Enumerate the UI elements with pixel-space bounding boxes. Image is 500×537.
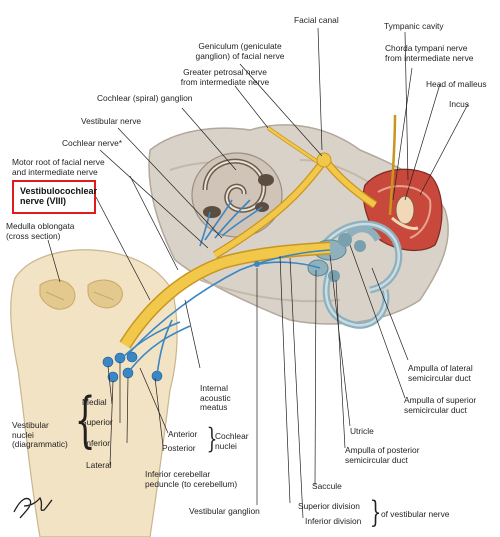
label-chorda-tympani: Chorda tympani nerve from intermediate n…: [385, 43, 474, 63]
label-cochlear-nuclei-line2: nuclei: [215, 440, 237, 451]
label-tympanic-cavity: Tympanic cavity: [384, 21, 444, 31]
label-geniculum-line2: ganglion) of facial nerve: [195, 50, 285, 61]
label-vestibular-nuclei-line2: nuclei: [12, 429, 34, 440]
label-vestibular-nuclei-line3: (diagrammatic): [12, 439, 68, 450]
label-anterior: Anterior: [168, 429, 198, 439]
label-facial-canal: Facial canal: [294, 15, 339, 25]
label-superior-division: Superior division: [298, 501, 360, 511]
cochlear-nuclei-brace: }: [206, 422, 218, 455]
label-medulla-line1: Medulla oblongata: [6, 221, 75, 231]
label-ampulla-posterior-line2: semicircular duct: [345, 454, 408, 465]
vestibular-ganglion-dot: [254, 261, 260, 267]
label-inferior: Inferior: [84, 438, 111, 448]
label-superior: Superior: [81, 417, 113, 427]
label-meatus-line1: Internal: [200, 383, 228, 393]
label-ampulla-superior: Ampulla of superior semicircular duct: [404, 395, 477, 415]
label-lateral: Lateral: [86, 460, 112, 470]
highlight-line-1: Vestibulocochlear: [20, 186, 98, 196]
label-cochlear-nuclei: Cochlear nuclei: [215, 431, 249, 451]
leader-lines: [47, 27, 469, 519]
label-meatus-line3: meatus: [200, 402, 228, 413]
label-medial: Medial: [82, 397, 107, 407]
label-greater-petrosal: Greater petrosal nerve from intermediate…: [170, 67, 280, 87]
label-motor-root-line1: Motor root of facial nerve: [12, 157, 105, 167]
ampulla-posterior-shape: [328, 270, 340, 282]
label-vestibular-ganglion: Vestibular ganglion: [189, 506, 260, 516]
vestibular-nuclei-brace: {: [74, 385, 96, 455]
label-chorda-line1: Chorda tympani nerve: [385, 43, 468, 53]
highlight-line-2: nerve (VIII): [20, 196, 67, 206]
label-cochlear-ganglion: Cochlear (spiral) ganglion: [97, 93, 193, 103]
label-vestibular-nerve: Vestibular nerve: [81, 116, 142, 126]
label-petrosal-line2: from intermediate nerve: [180, 76, 270, 87]
label-cochlear-nerve: Cochlear nerve*: [62, 138, 123, 148]
labyrinth-inner: [318, 222, 401, 327]
highlight-box: [12, 180, 96, 214]
label-saccule: Saccule: [312, 481, 342, 491]
label-motor-root: Motor root of facial nerve and intermedi…: [12, 157, 105, 177]
label-utricle: Utricle: [350, 426, 374, 436]
label-geniculum-line1: Geniculum (geniculate: [198, 41, 282, 51]
label-meatus-line2: acoustic: [200, 392, 231, 403]
label-ampulla-posterior-line1: Ampulla of posterior: [345, 445, 420, 455]
label-cochlear-nuclei-line1: Cochlear: [215, 431, 249, 441]
label-ampulla-superior-line2: semicircular duct: [404, 404, 467, 415]
ampulla-lateral-shape: [354, 240, 366, 252]
label-ampulla-superior-line1: Ampulla of superior: [404, 395, 477, 405]
label-inferior-division: Inferior division: [305, 516, 362, 526]
label-ampulla-posterior: Ampulla of posterior semicircular duct: [345, 445, 420, 465]
vestibulocochlear-nerve-trunk: [119, 114, 397, 349]
label-medulla-oblongata: Medulla oblongata (cross section): [6, 221, 75, 241]
label-petrosal-line1: Greater petrosal nerve: [183, 67, 267, 77]
label-ampulla-lateral-line1: Ampulla of lateral: [408, 363, 473, 373]
label-of-vestibular-nerve: of vestibular nerve: [381, 509, 450, 519]
label-incus: Incus: [449, 99, 470, 109]
vestibulocochlear-highlight-label: Vestibulocochlear nerve (VIII): [20, 186, 97, 206]
label-geniculum: Geniculum (geniculate ganglion) of facia…: [180, 41, 300, 61]
label-ampulla-lateral: Ampulla of lateral semicircular duct: [408, 363, 473, 383]
vestibular-division-brace: }: [369, 495, 382, 530]
label-medulla-line2: (cross section): [6, 230, 61, 241]
vestibular-nuclei-dots: [102, 351, 163, 383]
label-icp-line2: peduncle (to cerebellum): [145, 478, 238, 489]
label-internal-acoustic-meatus: Internal acoustic meatus: [200, 383, 231, 413]
label-ampulla-lateral-line2: semicircular duct: [408, 372, 471, 383]
netter-signature: [13, 496, 53, 519]
label-vestibular-nuclei-line1: Vestibular: [12, 420, 49, 430]
label-inferior-cerebellar-peduncle: Inferior cerebellar peduncle (to cerebel…: [145, 469, 238, 489]
label-icp-line1: Inferior cerebellar: [145, 469, 211, 479]
label-head-of-malleus: Head of malleus: [426, 79, 487, 89]
cochlea: [191, 152, 283, 238]
label-posterior: Posterior: [162, 443, 196, 453]
label-chorda-line2: from intermediate nerve: [385, 52, 474, 63]
label-motor-root-line2: and intermediate nerve: [12, 166, 98, 177]
ampulla-superior-shape: [338, 233, 352, 247]
label-vestibular-nuclei: Vestibular nuclei (diagrammatic): [12, 420, 68, 450]
